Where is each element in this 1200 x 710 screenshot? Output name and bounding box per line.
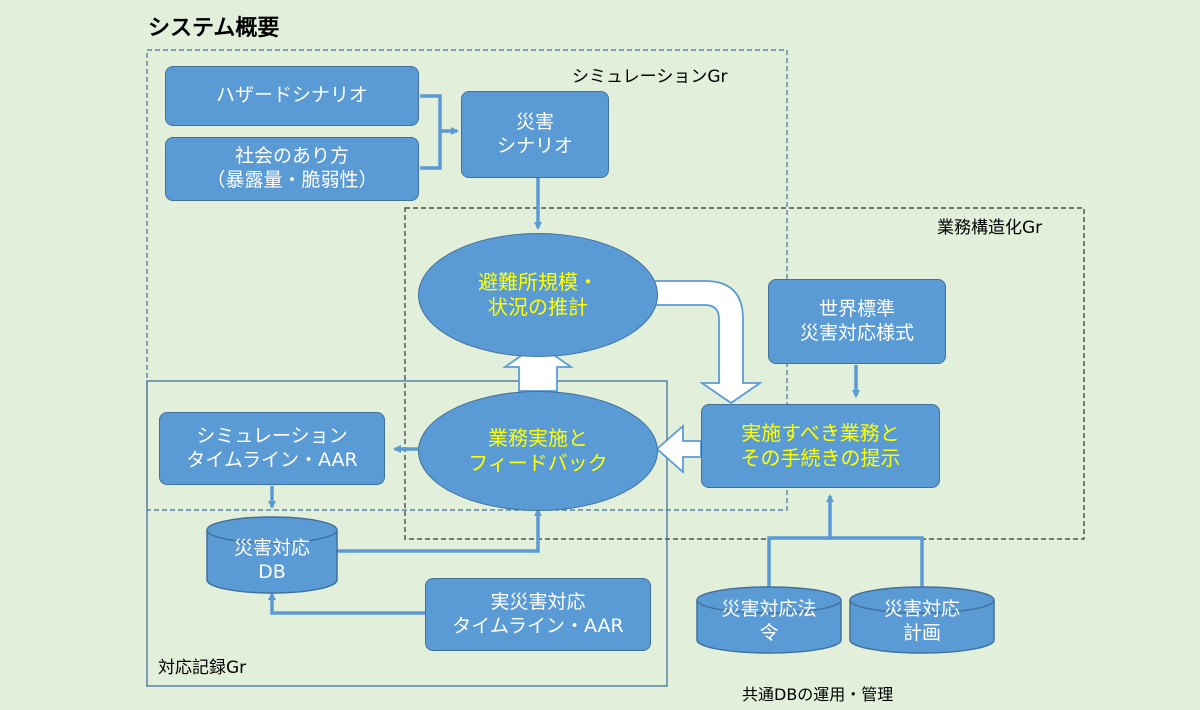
connector-hazard <box>420 94 442 131</box>
disaster-scenario-box: 災害 シナリオ <box>461 91 609 178</box>
db-text-line1: 災害対応 <box>233 537 310 560</box>
connector-law <box>767 536 830 590</box>
disaster-scenario-text-line1: 災害 <box>515 110 554 133</box>
law-text-line2: 令 <box>759 622 779 644</box>
business-group-boundary <box>404 207 1085 540</box>
real-timeline-text-line2: タイムライン・AAR <box>452 614 624 637</box>
page-title: システム概要 <box>148 16 280 41</box>
plan-label: 災害対応 計画 <box>850 596 994 648</box>
simulation-timeline-text-line1: シミュレーション <box>196 424 348 447</box>
implementation-feedback-ellipse: 業務実施と フィードバック <box>418 391 658 511</box>
required-tasks-box: 実施すべき業務と その手続きの提示 <box>701 404 940 488</box>
plan-text-line1: 災害対応 <box>883 598 960 621</box>
db-text-line2: DB <box>258 561 286 583</box>
simulation-timeline-text-line2: タイムライン・AAR <box>186 448 358 471</box>
db-cylinder <box>206 516 338 594</box>
real-timeline-box: 実災害対応 タイムライン・AAR <box>425 578 651 651</box>
society-text-line1: 社会のあり方 <box>234 145 349 168</box>
hazard-scenario-box: ハザードシナリオ <box>165 66 419 126</box>
simulation-group-label: シミュレーションGr <box>572 67 728 87</box>
required-tasks-text-line1: 実施すべき業務と <box>741 421 900 445</box>
disaster-scenario-text-line2: シナリオ <box>496 134 573 157</box>
society-text-line2: （暴露量・脆弱性） <box>206 169 378 191</box>
implementation-feedback-text-line2: フィードバック <box>468 451 608 475</box>
society-box: 社会のあり方 （暴露量・脆弱性） <box>165 137 419 201</box>
simulation-timeline-box: シミュレーション タイムライン・AAR <box>159 412 385 485</box>
arrow-db-to-impl <box>337 508 542 553</box>
hazard-scenario-text: ハザードシナリオ <box>215 84 368 107</box>
law-label: 災害対応法 令 <box>697 596 841 648</box>
shelter-estimate-ellipse: 避難所規模・ 状況の推計 <box>418 233 658 357</box>
world-standard-text-line1: 世界標準 <box>818 297 895 320</box>
law-text-line1: 災害対応法 <box>721 598 817 621</box>
simulation-group-boundary <box>146 49 788 511</box>
plan-cylinder <box>849 586 995 654</box>
law-cylinder <box>696 586 842 654</box>
arrow-real-timeline-to-db <box>268 592 425 615</box>
record-group-boundary <box>146 380 668 687</box>
shelter-estimate-text-line1: 避難所規模・ <box>478 270 598 294</box>
plan-text-line2: 計画 <box>902 622 941 644</box>
hollow-arrow-tasks-to-impl <box>655 424 702 474</box>
common-db-label: 共通DBの運用・管理 <box>742 685 894 704</box>
shelter-estimate-text-line2: 状況の推計 <box>488 295 588 319</box>
real-timeline-text-line1: 実災害対応 <box>490 590 586 613</box>
connector-plan <box>830 536 924 590</box>
hollow-arrow-shelter-to-tasks <box>652 280 763 405</box>
db-label: 災害対応 DB <box>207 532 337 590</box>
business-group-label: 業務構造化Gr <box>937 218 1043 238</box>
world-standard-box: 世界標準 災害対応様式 <box>768 279 946 364</box>
required-tasks-text-line2: その手続きの提示 <box>740 446 901 470</box>
connector-society <box>420 131 442 170</box>
world-standard-text-line2: 災害対応様式 <box>799 321 914 344</box>
implementation-feedback-text-line1: 業務実施と <box>488 426 588 450</box>
record-group-label: 対応記録Gr <box>158 658 247 678</box>
